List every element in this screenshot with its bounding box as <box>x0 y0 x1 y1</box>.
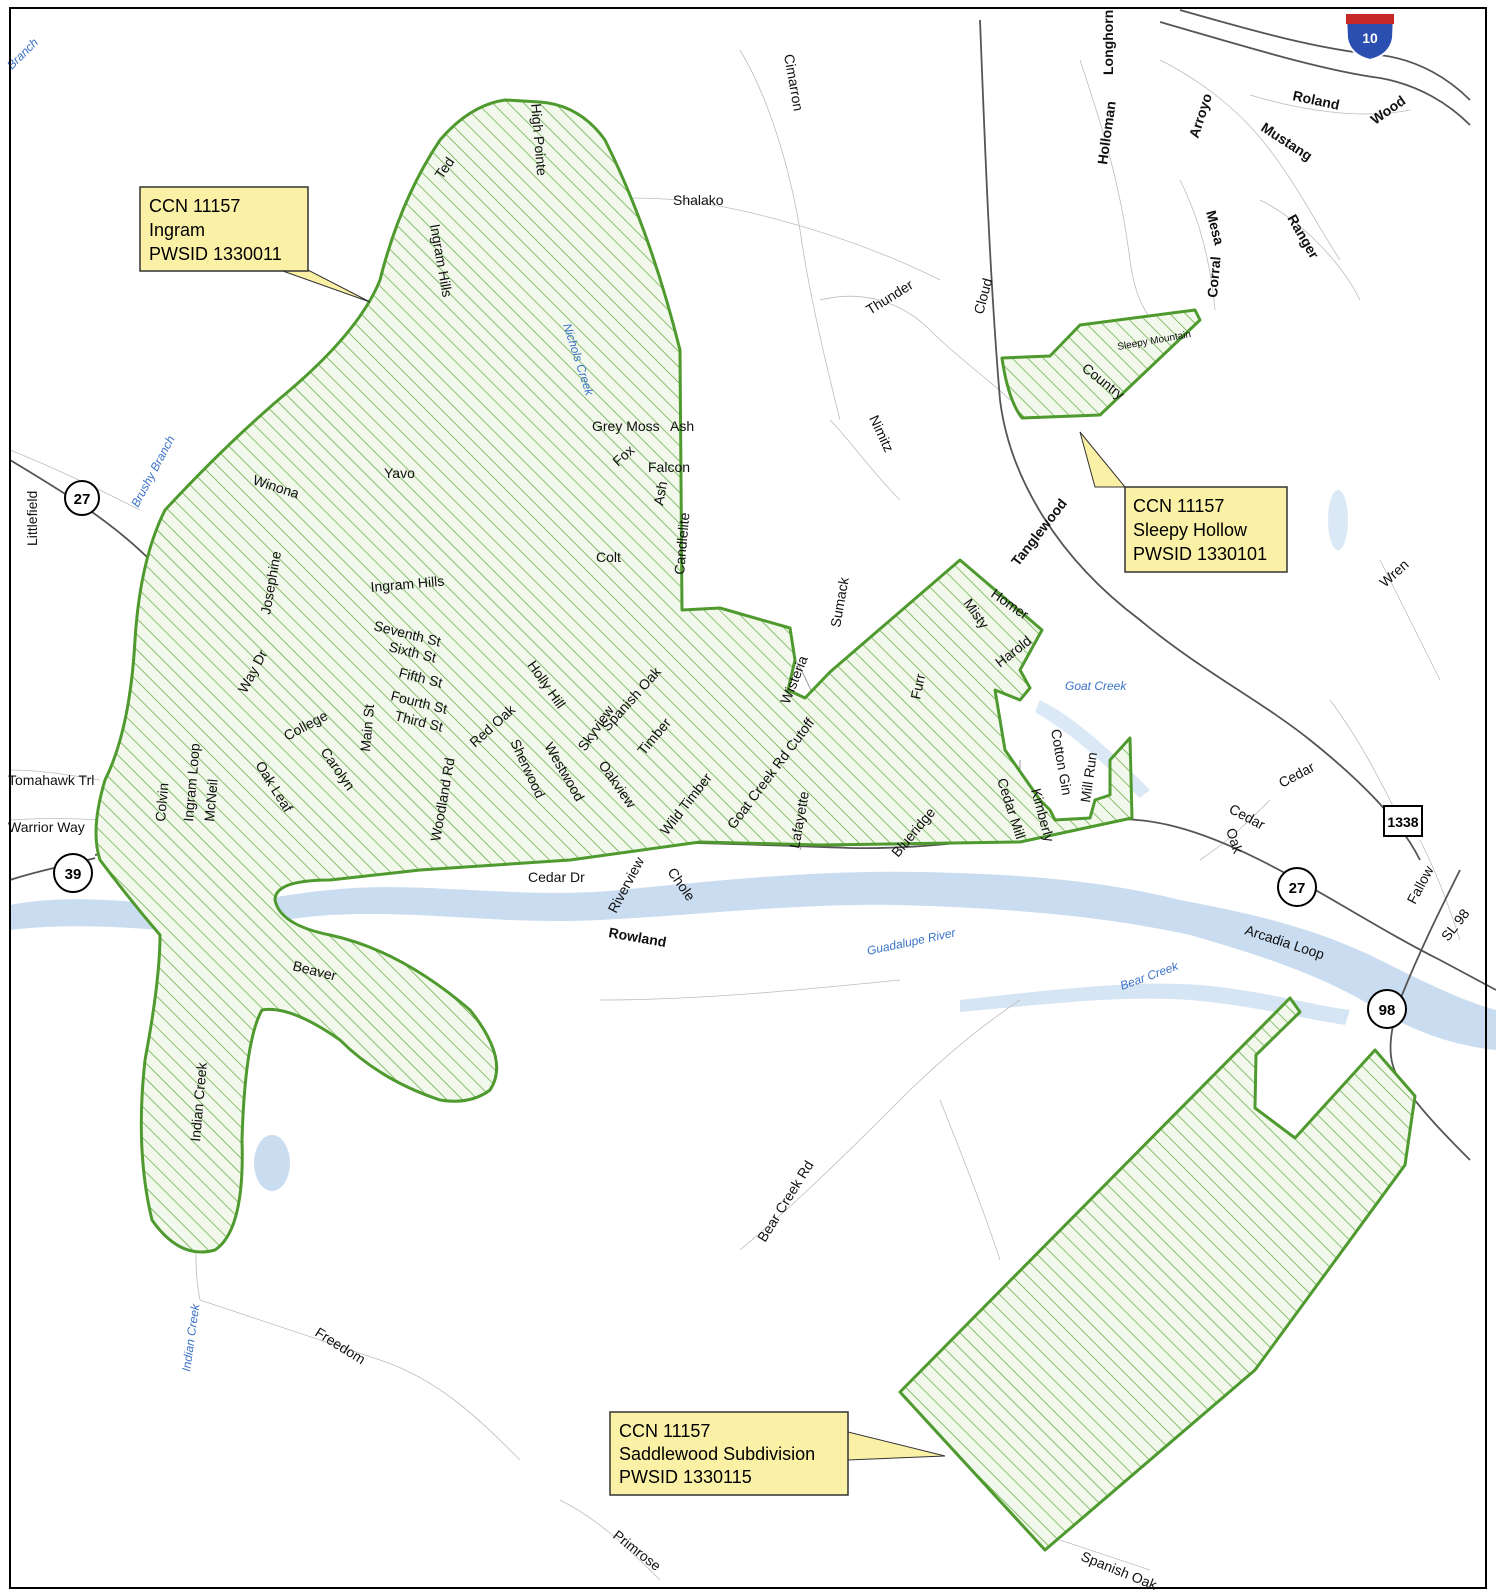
highway-27-west-shield: 27 <box>64 480 100 516</box>
road-to-sleepy-hollow <box>979 19 1421 861</box>
saddlewood-service-area <box>898 996 1417 1552</box>
street-corral: Corral <box>1204 256 1224 298</box>
callout-sleepy-hollow-line3: PWSID 1330101 <box>1133 544 1267 564</box>
street-tomahawk-trl: Tomahawk Trl <box>8 772 94 788</box>
fm-1338-shield: 1338 <box>1383 805 1423 837</box>
street-littlefield: Littlefield <box>24 491 40 546</box>
highway-39-label: 39 <box>65 866 82 883</box>
interstate-10-label: 10 <box>1362 30 1378 46</box>
street-warrior-way: Warrior Way <box>8 819 85 835</box>
street-furr: Furr <box>907 672 928 701</box>
fm-1338-label: 1338 <box>1387 814 1418 830</box>
callout-saddlewood-line1: CCN 11157 <box>619 1421 710 1441</box>
guadalupe-river <box>10 871 1496 1050</box>
street-yavo: Yavo <box>384 465 415 481</box>
callout-sleepy-hollow-line1: CCN 11157 <box>1133 496 1224 516</box>
callout-ingram: CCN 11157 Ingram PWSID 1330011 <box>139 186 371 303</box>
street-mill-run: Mill Run <box>1077 751 1100 803</box>
highway-shields: 10 27 39 27 98 1338 <box>53 13 1423 1029</box>
callout-saddlewood-line3: PWSID 1330115 <box>619 1467 752 1487</box>
highway-98-shield: 98 <box>1367 989 1407 1029</box>
street-candlelite: Candlelite <box>671 512 692 576</box>
service-areas <box>94 98 1417 1552</box>
street-high-pointe: High Pointe <box>528 103 550 177</box>
street-main-st: Main St <box>357 703 377 752</box>
callout-ingram-line3: PWSID 1330011 <box>149 244 282 264</box>
street-indian-creek: Indian Creek <box>187 1061 210 1142</box>
street-mcneil: McNeil <box>201 778 221 822</box>
street-falcon: Falcon <box>648 459 690 475</box>
map-frame <box>9 7 1487 1589</box>
street-colt: Colt <box>596 549 621 565</box>
sleepy-hollow-service-area <box>1000 308 1202 420</box>
callout-ingram-line1: CCN 11157 <box>149 196 240 216</box>
street-grey-moss: Grey Moss <box>592 418 660 434</box>
street-ingram-loop: Ingram Loop <box>180 742 203 822</box>
street-ash: Ash <box>650 480 670 507</box>
pond <box>254 1135 290 1191</box>
highway-27-east-label: 27 <box>1289 880 1306 897</box>
callout-sleepy-hollow: CCN 11157 Sleepy Hollow PWSID 1330101 <box>1079 431 1288 573</box>
interstate-10-b <box>1159 21 1471 126</box>
callout-sleepy-hollow-line2: Sleepy Hollow <box>1133 520 1248 540</box>
street-colvin: Colvin <box>152 782 171 822</box>
street-longhorn: Longhorn <box>1100 10 1116 75</box>
callout-saddlewood-line2: Saddlewood Subdivision <box>619 1444 815 1464</box>
street-ash-top: Ash <box>670 418 694 434</box>
bear-creek-water <box>960 983 1350 1025</box>
street-shalako: Shalako <box>673 192 724 208</box>
highway-27-east-shield: 27 <box>1277 867 1317 907</box>
ingram-service-area <box>94 98 1134 1254</box>
interstate-10-shield: 10 <box>1344 13 1396 62</box>
highway-39-shield: 39 <box>53 853 93 893</box>
highway-98 <box>1389 869 1471 1161</box>
street-oak: Oak <box>1223 826 1246 856</box>
highway-27-west-label: 27 <box>74 491 91 508</box>
callout-ingram-line2: Ingram <box>149 220 205 240</box>
street-cedar-dr: Cedar Dr <box>528 869 585 885</box>
goat-creek-label: Goat Creek <box>1065 679 1127 693</box>
pond-east <box>1328 490 1348 550</box>
street-ingram-hills: Ingram Hills <box>370 573 445 595</box>
highway-98-label: 98 <box>1379 1002 1396 1019</box>
callout-saddlewood: CCN 11157 Saddlewood Subdivision PWSID 1… <box>609 1411 946 1496</box>
